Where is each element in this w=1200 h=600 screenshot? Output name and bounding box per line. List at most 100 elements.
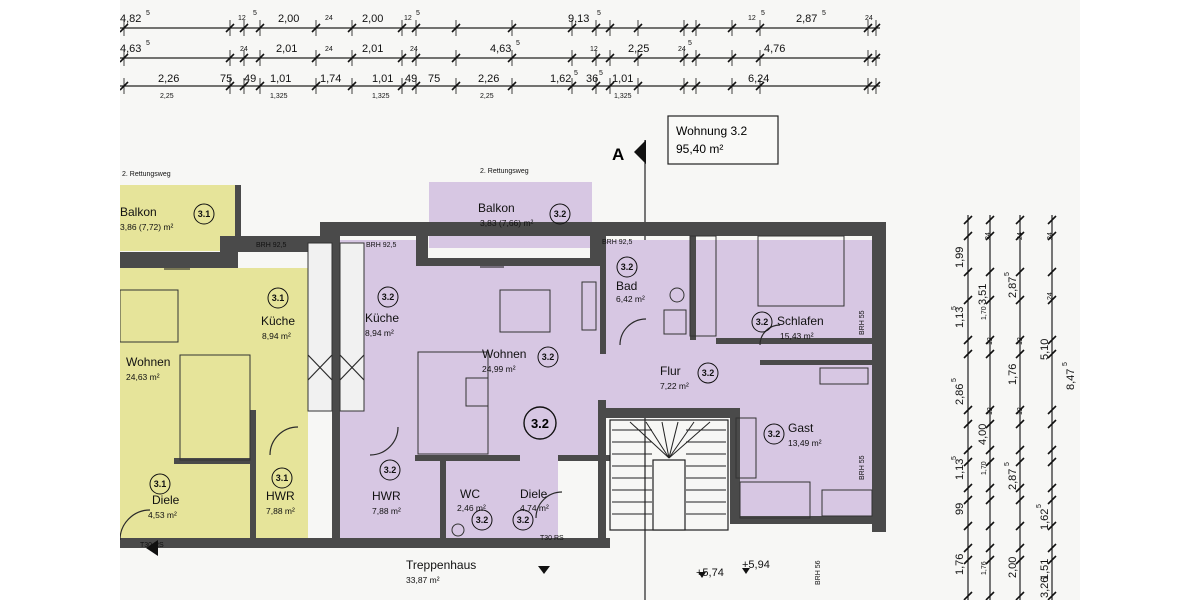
room-area: 6,42 m²: [616, 294, 645, 304]
dim-row3-value: 49: [405, 73, 417, 85]
brh-label: BRH 92,5: [256, 242, 286, 249]
dim-right3-sup: 5: [1004, 462, 1011, 466]
dim-tick: [1015, 295, 1025, 305]
room-area: 33,87 m²: [406, 575, 440, 585]
dim-row2-sup: 5: [516, 40, 520, 47]
stair-tread: [645, 421, 670, 459]
room-area: 8,94 m²: [365, 328, 394, 338]
dim-right1-value: 1,76: [954, 554, 966, 575]
room-tag-text: 3.2: [756, 317, 769, 327]
room-area: 15,43 m²: [780, 331, 814, 341]
room-tag-text: 3.2: [554, 209, 567, 219]
wall-segment: [598, 400, 606, 540]
room-tag-text: 3.2: [382, 292, 395, 302]
unit-32-area: [338, 240, 880, 538]
dim-row3-value: 1,74: [320, 73, 341, 85]
dim-row3b-value: 1,325: [270, 93, 288, 100]
dim-row2-value: 2,01: [276, 43, 297, 55]
dim-right6-value: 8,47: [1065, 369, 1077, 390]
room-tag-text: 3.2: [768, 429, 781, 439]
section-marker-label: A: [612, 145, 624, 164]
stair-tread: [668, 421, 695, 459]
dim-right2-value: 1,76: [981, 561, 988, 575]
dim-right3-value: 4,00: [977, 424, 989, 445]
room-tag-text: 3.1: [198, 209, 211, 219]
wall-segment: [416, 258, 602, 266]
room-name: Wohnen: [482, 347, 526, 361]
bed-gast: [739, 481, 811, 519]
room-tag-text: 3.2: [621, 262, 634, 272]
dim-right-small: 24: [1047, 292, 1054, 300]
dim-tick: [1047, 231, 1057, 241]
dim-row3-sup: 5: [599, 70, 603, 77]
dim-tick: [985, 543, 995, 553]
room-tag-circle: [149, 473, 171, 495]
wall-segment: [332, 236, 340, 541]
room-area: 2,46 m²: [457, 503, 486, 513]
dim-tick: [1047, 419, 1057, 429]
dim-ticks: [120, 20, 881, 94]
dim-tick: [1015, 349, 1025, 359]
dim-row1-small: 24: [325, 15, 333, 22]
balkon-32-fill: [429, 182, 592, 248]
door-swing: [619, 318, 647, 346]
dim-row1-value: 9,13: [568, 13, 589, 25]
room-name: Küche: [365, 311, 399, 325]
dim-right4-value: 1,62: [1039, 509, 1051, 530]
brh-label: BRH 55: [859, 455, 866, 480]
dim-right1-sup: 5: [951, 306, 958, 310]
dim-right-small: 12: [1017, 407, 1024, 415]
dim-row1-small: 12: [404, 15, 412, 22]
room-area: 8,94 m²: [262, 331, 291, 341]
dim-tick: [1047, 555, 1057, 565]
room-area: 7,22 m²: [660, 381, 689, 391]
dim-row1-small: 24: [865, 15, 873, 22]
room-tag-circle: [751, 311, 773, 333]
dim-tick: [985, 419, 995, 429]
room-tag-circle: [616, 256, 638, 278]
dim-tick: [963, 419, 973, 429]
room-tag-text: 3.2: [702, 368, 715, 378]
room-area: 3,86 (7,72) m²: [120, 222, 174, 232]
room-labels: 2. Rettungsweg 2. Rettungsweg Balkon 3,8…: [120, 168, 866, 585]
dim-row2-small: 24: [410, 46, 418, 53]
top-dimension-chains: 4,82 5 12 5 2,00 24 2,00 12 5 9,13 5 12 …: [120, 10, 881, 100]
room-name: Bad: [616, 279, 637, 293]
dim-row3-value: 6,24: [748, 73, 769, 85]
dim-ticks-right: [963, 215, 1057, 600]
dim-row1-sup: 5: [761, 10, 765, 17]
dim-tick: [963, 267, 973, 277]
level-marker-icon: [742, 568, 750, 574]
dim-right-small: 24: [985, 232, 992, 240]
furniture: [120, 235, 873, 537]
wall-segment: [600, 234, 606, 354]
dim-tick: [963, 335, 973, 345]
door-swing: [269, 426, 299, 456]
dim-tick: [985, 483, 995, 493]
dim-row2-value: 2,01: [362, 43, 383, 55]
dim-right1-sup: 5: [951, 378, 958, 382]
dim-right1-value: 99: [954, 503, 966, 515]
wall-segment: [690, 236, 696, 340]
room-tag-circle: [697, 362, 719, 384]
appliance-cross: [307, 354, 333, 381]
dim-tick: [1015, 591, 1025, 600]
room-tag-circle: [471, 509, 493, 531]
escape-route-label: 2. Rettungsweg: [480, 168, 529, 175]
section-arrow-icon: [634, 140, 646, 164]
dim-right-small: 12: [987, 407, 994, 415]
room-tag-circle: [379, 459, 401, 481]
dim-tick: [1015, 521, 1025, 531]
room-tag-text: 3.2: [384, 465, 397, 475]
dim-tick: [985, 405, 995, 415]
dim-tick: [1047, 349, 1057, 359]
dim-row1-sup: 5: [416, 10, 420, 17]
apartment-area: 95,40 m²: [676, 142, 723, 156]
wall-segment: [872, 222, 886, 532]
dim-tick: [1015, 555, 1025, 565]
dim-tick: [1015, 543, 1025, 553]
stair-eye: [652, 459, 686, 531]
room-tag-circle: [512, 509, 534, 531]
dim-right3-value: 2,87: [1007, 469, 1019, 490]
room-tag-text: 3.1: [272, 293, 285, 303]
